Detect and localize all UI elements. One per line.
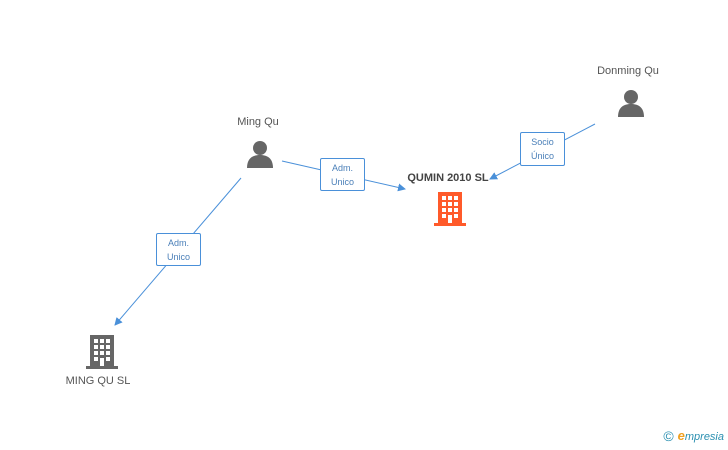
- node-label-donming-qu[interactable]: Donming Qu: [597, 65, 659, 77]
- empresia-watermark: ©empresia: [663, 428, 724, 444]
- edge-label-line: Socio: [531, 137, 554, 147]
- node-label-qumin-2010-sl[interactable]: QUMIN 2010 SL: [407, 172, 489, 184]
- node-label-ming-qu[interactable]: Ming Qu: [237, 116, 279, 128]
- edge-label-ming-to-qumin: Adm. Unico: [320, 158, 365, 191]
- edge-label-line: Unico: [330, 177, 354, 187]
- copyright-icon: ©: [663, 428, 674, 444]
- edge-label-line: Unico: [166, 252, 190, 262]
- building-icon[interactable]: [434, 192, 466, 226]
- edge-label-line: Único: [530, 151, 554, 161]
- node-label-ming-qu-sl[interactable]: MING QU SL: [65, 375, 131, 387]
- brand-name: mpresia: [684, 431, 724, 443]
- person-icon[interactable]: [618, 90, 644, 117]
- brand-initial: e: [677, 428, 685, 443]
- edge-label-ming-to-mingqusl: Adm. Unico: [156, 233, 201, 266]
- edge-label-line: Adm.: [167, 238, 189, 248]
- edge-label-line: Adm.: [331, 163, 353, 173]
- edge-label-donming-to-qumin: Socio Único: [520, 132, 565, 166]
- person-icon[interactable]: [247, 141, 273, 168]
- building-icon[interactable]: [86, 335, 118, 369]
